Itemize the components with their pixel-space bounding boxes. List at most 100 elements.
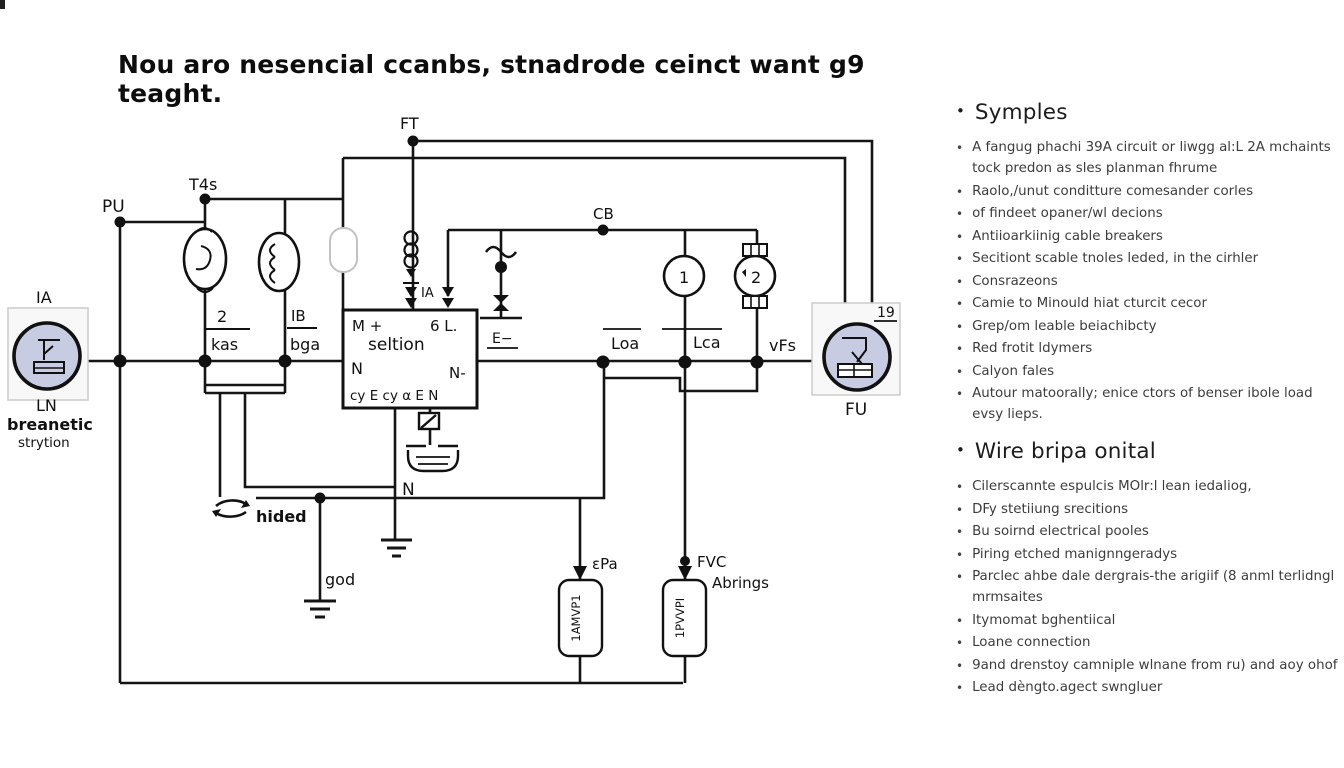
section-title: Symples [974, 100, 1068, 125]
label-ia-arrow: IA [421, 286, 434, 301]
label-t4s: T4s [188, 175, 217, 194]
under-bus-box [203, 361, 287, 395]
lower-bus-wire [256, 362, 606, 500]
scan-artifact [0, 0, 5, 9]
terminal-m: M + [352, 317, 382, 335]
module2-text: 1PVVPI [673, 598, 687, 638]
ground-symbols [304, 538, 412, 619]
label-hided: hided [256, 507, 307, 526]
list-item: •Bu soirnd electrical pooles [956, 524, 1149, 539]
terminal-row: cy E cy α E N [350, 388, 438, 404]
control-box: M + 6 L. seltion N N- cy E cy α E N [341, 308, 479, 410]
section-heading: • Wire bripa onital [956, 439, 1338, 464]
label-epa: εPa [592, 555, 618, 573]
label-ln: LN [36, 396, 57, 415]
symples-list: •A fangug phachi 39A circuit or liwgg al… [956, 137, 1338, 425]
label-lca: Lca [693, 333, 721, 352]
meter1-icon [662, 254, 706, 298]
curly-icon [485, 245, 517, 259]
list-item: •A fangug phachi 39A circuit or liwgg al… [956, 140, 1331, 176]
label-strytion: strytion [18, 435, 70, 451]
section-title: Wire bripa onital [974, 439, 1156, 464]
label-e-minus: E− [492, 331, 513, 347]
wire-list: •Cilerscannte espulcis MOlr:l lean iedal… [956, 476, 1338, 698]
terminal-n-right: N- [449, 364, 466, 382]
ground-icon [381, 538, 412, 558]
label-pu: PU [102, 197, 125, 217]
wires [80, 139, 874, 685]
list-item: •Itymomat bghentiical [956, 612, 1116, 628]
coil-arrow [406, 269, 416, 277]
section-heading: • Symples [956, 100, 1338, 125]
label-19: 19 [877, 305, 895, 321]
buzzer-icon [406, 411, 460, 473]
middle-branch-symbols [485, 245, 517, 311]
list-item: •Calyon fales [956, 363, 1055, 379]
module1-text: 1AMVP1 [569, 594, 583, 641]
node-dot [680, 556, 690, 566]
label-fu: FU [845, 400, 867, 420]
step-wire [603, 363, 759, 393]
label-2: 2 [217, 307, 227, 326]
label-breanetic: breanetic [7, 415, 93, 434]
list-item: •of findeet opaner/wl decions [956, 206, 1163, 221]
label-bga: bga [290, 335, 320, 354]
terminal-n-left: N [351, 359, 363, 378]
breaker-icon [12, 321, 82, 391]
ft-top-wire [413, 139, 874, 332]
list-item: •Camie to Minould hiat cturcit cecor [956, 296, 1207, 311]
list-item: •Raolo,/unut conditture comesander corle… [956, 183, 1254, 199]
junction-dots [113, 135, 764, 504]
bullet-icon: • [956, 441, 965, 459]
label-kas: kas [211, 335, 238, 354]
ground-icon [304, 599, 336, 619]
label-loa: Loa [611, 334, 639, 353]
breaker-right [811, 302, 901, 396]
upper-loop-wire [343, 156, 847, 332]
list-item: •Cilerscannte espulcis MOlr:l lean iedal… [956, 479, 1252, 494]
motor-symbols [182, 227, 301, 293]
down-arrow-icon [573, 566, 587, 580]
list-item: •Loane connection [956, 635, 1091, 650]
node-dot [495, 261, 507, 273]
notes-panel: • Symples •A fangug phachi 39A circuit o… [956, 100, 1338, 700]
capsule-component [329, 227, 358, 273]
list-item: •Antiioarkiinig cable breakers [956, 228, 1163, 244]
terminal-6l: 6 L. [430, 317, 457, 335]
label-god: god [325, 570, 355, 589]
n-return-wire [243, 393, 395, 489]
meter1-label: 1 [679, 268, 689, 287]
switch-icon [212, 499, 250, 518]
label-ia: IA [36, 288, 52, 307]
list-item: •Piring etched manignngeradys [956, 546, 1178, 562]
diagram-labels: PU T4s FT CB IA LN breanetic strytion 2 … [7, 114, 897, 592]
label-ft: FT [400, 114, 419, 133]
list-item: •Lead dèngto.agect swngluer [956, 680, 1163, 695]
label-vfs: vFs [769, 336, 796, 355]
list-item: •9and drenstoy camniple wlnane from ru) … [956, 657, 1338, 673]
list-item: •Consrazeons [956, 273, 1058, 289]
label-abrings: Abrings [712, 574, 769, 592]
down-arrow-icon [678, 566, 692, 580]
module1-box [557, 578, 604, 658]
list-item: •Grep/om leable beiachibcty [956, 318, 1157, 334]
hourglass-icon [493, 295, 509, 311]
label-cb: CB [593, 205, 614, 223]
meter-circles: 1 2 [662, 243, 777, 309]
box-title: seltion [368, 335, 425, 355]
lower-modules: 1AMVP1 1PVVPI [557, 556, 708, 658]
motor1-icon [182, 227, 228, 291]
list-item: •Red frotit ldymers [956, 341, 1093, 356]
label-ib: IB [291, 307, 306, 325]
breaker-left [7, 307, 89, 401]
list-item: •Parclec ahbe dale dergrais-the arigiif … [956, 569, 1335, 605]
meter2-label: 2 [751, 268, 761, 287]
bullet-icon: • [956, 102, 965, 120]
list-item: •Autour matoorally; enice ctors of bense… [956, 386, 1313, 422]
circuit-diagram: M + 6 L. seltion N N- cy E cy α E N 1 2 [0, 0, 901, 685]
page-title: Nou aro nesencial ccanbs, stnadrode cein… [118, 50, 865, 108]
input-arrows [403, 282, 454, 308]
list-item: •DFy stetiiung srecitions [956, 501, 1129, 517]
module2-box [661, 578, 708, 658]
